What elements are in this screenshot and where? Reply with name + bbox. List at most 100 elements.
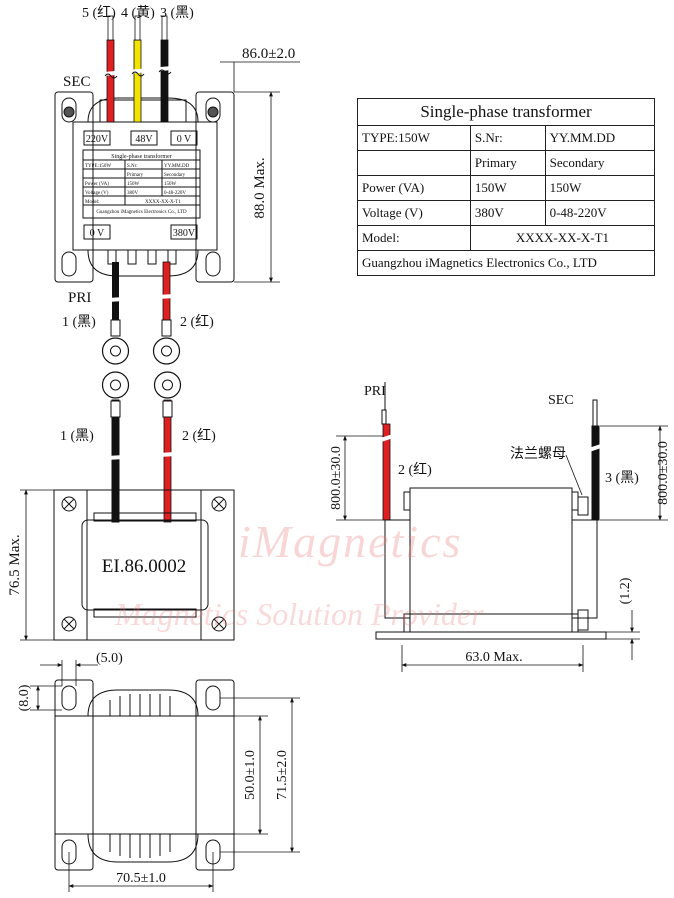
front-height-dim: 76.5 Max. [7,534,23,595]
inner-dim: 50.0±1.0 [243,750,258,800]
svg-text:Primary: Primary [127,173,144,178]
flange-nut-label: 法兰螺母 [510,446,566,462]
svg-text:Model:: Model: [85,200,99,205]
front-ring-1-icon [101,371,130,399]
spec-empty [357,150,471,176]
mini-nameplate [82,149,201,219]
side-depth-dim: 63.0 Max. [465,650,522,665]
side-nut-bottom [577,609,589,631]
mini-title: Single-phase transformer [111,153,171,160]
bottom-pin-1 [107,249,117,265]
bobbin-bottom-hump [87,249,199,277]
terminal-48v-box [130,130,158,146]
spec-type: TYPE:150W [357,125,471,151]
side-view [336,382,668,672]
bottom-pin-3 [147,249,157,265]
front-wire-black-1 [111,399,120,523]
spec-table: Single-phase transformer TYPE:150W S.Nr:… [357,98,656,276]
front-screw-bl-icon [63,618,75,630]
spec-voltage-pri: 380V [469,200,546,226]
side-wire-black-label: 3 (黑) [605,471,639,486]
wire-black-3 [160,39,169,123]
svg-text:S.Nr:: S.Nr: [127,164,138,169]
front-view [20,371,235,641]
svg-text:YY.MM.DD: YY.MM.DD [164,164,190,169]
top-view-pri-wires [101,261,181,365]
front-screw-tl-icon [63,498,75,510]
terminal-220v-label: 220V [86,134,109,145]
side-sec-label: SEC [548,393,574,408]
front-screw-tr-icon [213,498,225,510]
front-screw-br-icon [213,618,225,630]
spec-voltage-label: Voltage (V) [357,200,471,226]
front-label-wire-1: 1 (黑) [60,429,94,444]
svg-text:TYPE:150W: TYPE:150W [85,164,111,169]
terminal-380v-box [170,224,198,240]
side-thickness-dim: (1.2) [618,577,633,604]
terminal-48v-label: 48V [135,134,153,145]
terminal-0v-bottom-box [83,224,111,240]
slot-width-dim: (5.0) [96,651,123,666]
top-view-dimensions [220,61,300,283]
core-label: EI.86.0002 [102,556,186,577]
spec-secondary: Secondary [544,150,656,176]
ring-terminal-1-icon [101,337,130,365]
svg-text:Secondary: Secondary [164,173,186,178]
watermark-brand: iMagnetics [238,516,463,567]
svg-text:0-48-220V: 0-48-220V [164,191,186,196]
front-wire-red-2 [163,399,172,523]
ring-terminal-2-icon [152,337,181,365]
spec-voltage-sec: 0-48-220V [544,200,656,226]
screw-tr-icon [207,106,219,118]
bottom-slot-tr [205,685,221,711]
terminal-220v-box [83,130,111,146]
top-view [54,91,235,283]
watermark-slogan: Magnetics Solution Provider [115,596,484,632]
bottom-pin-4 [167,249,177,265]
mount-hole-br [205,251,221,277]
spec-snr: S.Nr: [469,125,546,151]
label-wire-1-top: 1 (黑) [62,315,96,330]
top-view-text: 5 (红) 4 (黄) 3 (黑) SEC 86.0±2.0 88.0 Max.… [62,4,295,330]
svg-text:Guangzhou iMagnetics Electroni: Guangzhou iMagnetics Electronics Co., LT… [96,210,187,215]
side-wire-red-label: 2 (红) [398,462,432,478]
side-pri-label: PRI [364,384,386,399]
outer-dim: 71.5±2.0 [275,750,290,800]
top-height-dim: 88.0 Max. [252,157,268,218]
side-lead-left-dim: 800.0±30.0 [329,446,344,510]
bottom-pin-2 [127,249,137,265]
spec-model-label: Model: [357,225,471,251]
bottom-width-dim: 70.5±1.0 [116,871,166,886]
main-body [72,121,218,251]
bottom-view [30,660,300,892]
front-coil [81,519,209,611]
spec-power-pri: 150W [469,175,546,201]
top-width-dim: 86.0±2.0 [242,46,295,62]
wire-yellow-4 [133,39,142,123]
wire-red-2 [162,261,171,321]
spec-date: YY.MM.DD [544,125,656,151]
terminal-0v-top-label: 0 V [177,134,192,145]
slot-height-dim: (8.0) [17,684,32,711]
side-view-text: PRI SEC 2 (红) 3 (黑) 法兰螺母 800.0±30.0 800.… [329,384,671,665]
svg-text:380V: 380V [127,191,139,196]
label-wire-5: 5 (红) [82,5,116,21]
side-lead-right-dim: 800.0±30.0 [656,441,671,505]
label-wire-4: 4 (黄) [121,4,155,21]
svg-text:150W: 150W [127,182,140,187]
spec-company: Guangzhou iMagnetics Electronics Co., LT… [357,250,655,276]
side-wire-black [591,425,600,521]
wire-red-5 [106,39,115,123]
svg-text:Voltage (V): Voltage (V) [85,191,109,196]
side-base-plate [375,631,607,640]
label-wire-3: 3 (黑) [160,6,194,21]
bottom-slot-tl [61,685,77,711]
pri-label: PRI [68,290,91,306]
side-nut-top [577,496,589,516]
spec-model-value: XXXX-XX-X-T1 [469,225,656,251]
bottom-view-text: (5.0) (8.0) 50.0±1.0 71.5±2.0 70.5±1.0 [17,651,290,886]
front-label-wire-2: 2 (红) [182,428,216,444]
bottom-body [54,715,235,835]
spec-power-sec: 150W [544,175,656,201]
screw-tl-icon [63,106,75,118]
